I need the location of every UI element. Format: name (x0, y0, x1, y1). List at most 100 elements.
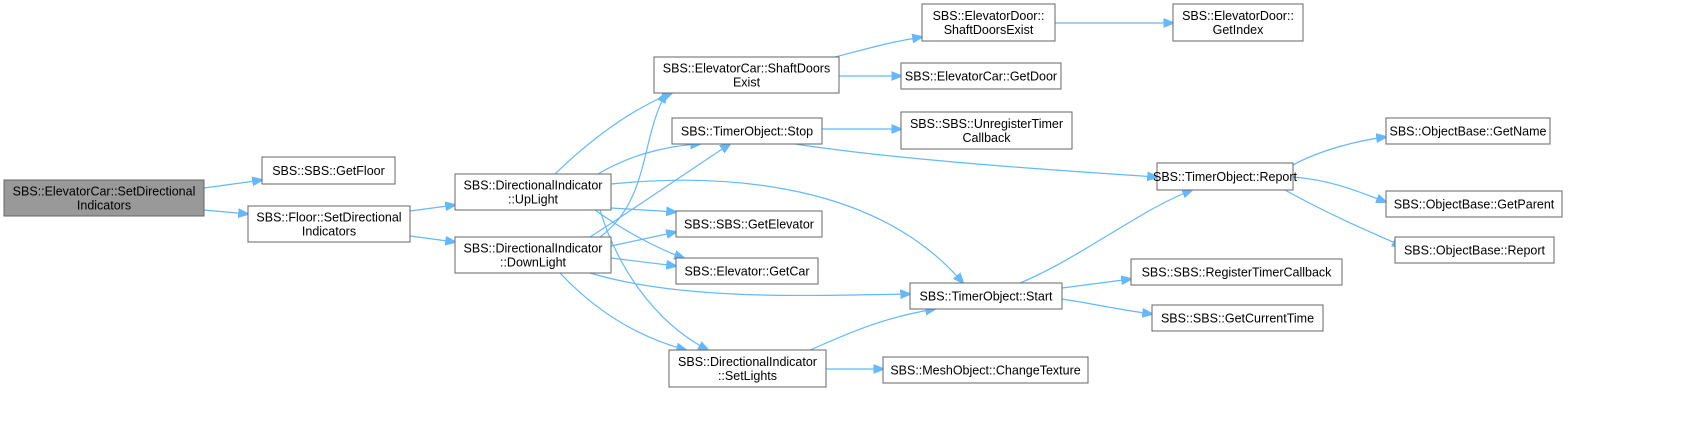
node-label: Exist (733, 76, 761, 90)
node-label: SBS::Floor::SetDirectional (256, 211, 401, 225)
edge-n4-n13 (589, 272, 910, 295)
node-box (454, 236, 612, 274)
node-n18[interactable]: SBS::SBS::GetCurrentTime (1151, 304, 1324, 332)
node-box (247, 205, 411, 243)
node-label: SBS::Elevator::GetCar (684, 265, 809, 279)
node-n0[interactable]: SBS::ElevatorCar::SetDirectionalIndicato… (3, 179, 205, 217)
edge-n3-n5 (554, 93, 672, 175)
edge-n13-n18 (1061, 298, 1152, 314)
node-box (900, 62, 1062, 90)
node-box (909, 282, 1063, 310)
node-n11[interactable]: SBS::ElevatorCar::GetDoor (900, 62, 1062, 90)
node-box (675, 210, 823, 238)
edge-n3-n9 (599, 209, 708, 350)
node-n4[interactable]: SBS::DirectionalIndicator::DownLight (454, 236, 612, 274)
node-label: ::SetLights (718, 369, 777, 383)
node-box (1156, 162, 1294, 191)
node-label: SBS::TimerObject::Start (920, 290, 1053, 304)
node-n15[interactable]: SBS::ElevatorDoor::GetIndex (1172, 3, 1304, 42)
node-label: SBS::ObjectBase::GetName (1389, 125, 1546, 139)
edge-n6-n16 (794, 143, 1157, 177)
node-n1[interactable]: SBS::SBS::GetFloor (261, 156, 396, 185)
node-label: SBS::SBS::RegisterTimerCallback (1142, 266, 1333, 280)
node-n17[interactable]: SBS::SBS::RegisterTimerCallback (1130, 258, 1343, 286)
node-n10[interactable]: SBS::ElevatorDoor::ShaftDoorsExist (921, 3, 1056, 42)
node-label: Indicators (77, 199, 131, 213)
nodes: SBS::ElevatorCar::SetDirectionalIndicato… (3, 3, 1563, 388)
node-box (668, 349, 827, 388)
node-n20[interactable]: SBS::ObjectBase::GetParent (1385, 190, 1563, 218)
node-n5[interactable]: SBS::ElevatorCar::ShaftDoorsExist (653, 56, 840, 94)
node-n21[interactable]: SBS::ObjectBase::Report (1394, 236, 1555, 264)
node-label: SBS::DirectionalIndicator (678, 355, 817, 369)
edge-n16-n21 (1284, 189, 1402, 246)
edge-n5-n10 (834, 37, 922, 58)
node-label: SBS::TimerObject::Report (1153, 170, 1298, 184)
node-box (675, 257, 819, 285)
node-label: SBS::DirectionalIndicator (464, 242, 603, 256)
node-label: SBS::TimerObject::Stop (681, 125, 813, 139)
edge-n9-n13 (809, 309, 935, 351)
edge-n4-n9 (559, 272, 686, 350)
node-n7[interactable]: SBS::SBS::GetElevator (675, 210, 823, 238)
node-label: SBS::ObjectBase::GetParent (1394, 198, 1555, 212)
edge-n3-n8 (594, 209, 684, 258)
node-label: SBS::ObjectBase::Report (1404, 244, 1546, 258)
node-label: GetIndex (1213, 23, 1264, 37)
node-label: SBS::ElevatorCar::ShaftDoors (663, 62, 830, 76)
edge-n3-n7 (610, 208, 676, 212)
edge-n2-n4 (409, 235, 455, 242)
node-n16[interactable]: SBS::TimerObject::Report (1153, 162, 1298, 191)
node-label: SBS::ElevatorDoor:: (933, 9, 1045, 23)
node-box (1385, 117, 1551, 145)
node-box (921, 3, 1056, 42)
edge-n13-n16 (1019, 190, 1192, 284)
edge-n3-n6 (597, 144, 700, 175)
edge-n0-n2 (203, 210, 248, 214)
edge-n13-n17 (1061, 279, 1131, 289)
node-label: SBS::MeshObject::ChangeTexture (890, 364, 1080, 378)
node-label: SBS::ElevatorCar::SetDirectional (13, 185, 196, 199)
node-label: ::DownLight (500, 256, 567, 270)
node-box (671, 117, 823, 145)
node-label: SBS::SBS::GetFloor (272, 164, 385, 178)
node-n3[interactable]: SBS::DirectionalIndicator::UpLight (454, 173, 612, 211)
node-n9[interactable]: SBS::DirectionalIndicator::SetLights (668, 349, 827, 388)
edge-n2-n3 (409, 205, 455, 212)
edge-n4-n7 (610, 232, 676, 247)
node-box (1172, 3, 1304, 42)
node-label: SBS::SBS::GetElevator (684, 218, 814, 232)
node-label: Callback (963, 131, 1012, 145)
node-box (653, 56, 840, 94)
node-label: SBS::ElevatorCar::GetDoor (905, 70, 1057, 84)
edges (203, 23, 1402, 369)
edge-n4-n5 (599, 93, 666, 238)
edge-n0-n1 (203, 180, 262, 189)
node-box (454, 173, 612, 211)
edge-n3-n13 (610, 179, 963, 283)
node-box (900, 111, 1073, 150)
node-label: ::UpLight (508, 193, 559, 207)
edge-n16-n19 (1292, 137, 1386, 166)
edge-n4-n6 (589, 144, 730, 238)
node-box (261, 156, 396, 185)
edge-n16-n20 (1292, 176, 1386, 202)
node-n6[interactable]: SBS::TimerObject::Stop (671, 117, 823, 145)
node-box (1130, 258, 1343, 286)
node-box (1385, 190, 1563, 218)
node-label: ShaftDoorsExist (944, 23, 1034, 37)
node-n8[interactable]: SBS::Elevator::GetCar (675, 257, 819, 285)
node-label: SBS::SBS::UnregisterTimer (910, 117, 1063, 131)
node-label: SBS::DirectionalIndicator (464, 179, 603, 193)
node-box (3, 179, 205, 217)
node-label: SBS::SBS::GetCurrentTime (1161, 312, 1314, 326)
node-box (1151, 304, 1324, 332)
node-box (1394, 236, 1555, 264)
node-n19[interactable]: SBS::ObjectBase::GetName (1385, 117, 1551, 145)
node-n14[interactable]: SBS::MeshObject::ChangeTexture (882, 356, 1089, 384)
node-n13[interactable]: SBS::TimerObject::Start (909, 282, 1063, 310)
node-label: SBS::ElevatorDoor:: (1182, 9, 1294, 23)
